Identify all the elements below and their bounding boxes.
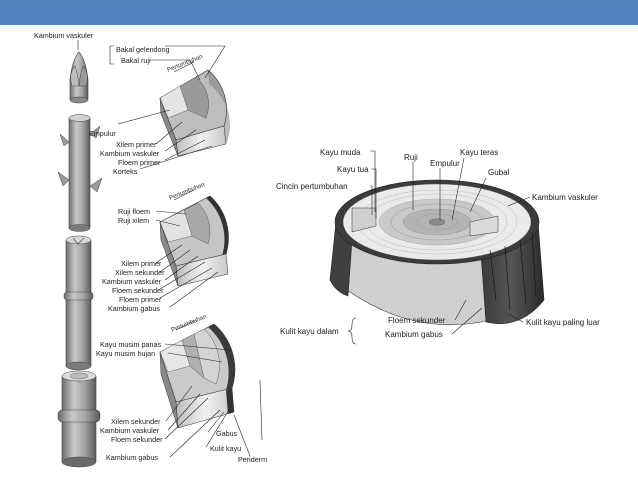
label-kambium-gabus-2: Kambium gabus <box>108 304 160 313</box>
label-korteks: Korteks <box>113 167 138 176</box>
label-floem-sekunder-2: Floem sekunder <box>112 286 164 295</box>
label-xilem-primer-1: Xilem primer <box>116 140 157 149</box>
label-kayu-tua: Kayu tua <box>337 165 369 174</box>
label-kambium-gabus-log: Kambium gabus <box>385 330 443 339</box>
label-ruji: Ruji <box>404 153 418 162</box>
label-kambium-vaskuler-1: Kambium vaskuler <box>100 149 160 158</box>
label-ruji-floem: Ruji floem <box>118 207 150 216</box>
label-growth-2: Pertumbuhan <box>168 181 206 202</box>
label-ruji-xilem: Ruji xilem <box>118 216 149 225</box>
label-floem-primer-1: Floem primer <box>118 158 161 167</box>
label-xilem-sekunder-3: Xilem sekunder <box>111 417 161 426</box>
label-bakal-gelendong: Bakal gelendong <box>116 45 170 54</box>
label-kulit-kayu-dalam: Kulit kayu dalam <box>280 327 339 336</box>
label-gubal: Gubal <box>488 168 510 177</box>
section-wedge-1 <box>159 69 230 157</box>
label-kambium-vaskuler-3: Kambium vaskuler <box>100 426 160 435</box>
right-leader-lines <box>347 150 531 345</box>
label-kayu-teras: Kayu teras <box>460 148 498 157</box>
label-periderm: Periderm <box>238 455 267 464</box>
label-bakal-ruji: Bakal ruji <box>121 56 151 65</box>
stem-column <box>57 51 103 468</box>
left-leader-lines <box>77 40 263 458</box>
label-kayu-musim-panas: Kayu musim panas <box>100 340 162 349</box>
label-gabus: Gabus <box>216 429 238 438</box>
section-wedge-3 <box>159 323 236 429</box>
label-xilem-primer-2: Xilem primer <box>121 259 162 268</box>
label-empulur-1: Empulur <box>89 129 116 138</box>
label-floem-sekunder-3: Floem sekunder <box>111 435 163 444</box>
section-wedge-2 <box>159 195 229 287</box>
label-floem-primer-2: Floem primer <box>119 295 162 304</box>
label-empulur: Empulur <box>430 159 460 168</box>
growth-arrows <box>173 61 197 331</box>
header-bar <box>0 0 638 25</box>
label-cincin-pertumbuhan: Cincin pertumbuhan <box>276 182 348 191</box>
label-kayu-muda: Kayu muda <box>320 148 361 157</box>
label-kambium-vaskuler-top: Kambium vaskuler <box>34 31 94 40</box>
label-kulit-kayu: Kulit kayu <box>210 444 241 453</box>
label-kulit-kayu-paling-luar: Kulit kayu paling luar <box>526 318 600 327</box>
label-kambium-vaskuler-log: Kambium vaskuler <box>532 193 598 202</box>
label-kambium-vaskuler-2: Kambium vaskuler <box>102 277 162 286</box>
log-cross-section <box>329 179 545 326</box>
stem-middle <box>63 235 94 371</box>
label-floem-sekunder-log: Floem sekunder <box>388 316 446 325</box>
stem-bud <box>69 51 89 104</box>
stem-young <box>57 114 103 232</box>
stem-old <box>57 370 101 468</box>
label-growth-1: Pertumbuhan <box>166 53 204 74</box>
label-kayu-musim-hujan: Kayu musim hujan <box>96 349 155 358</box>
label-kambium-gabus-3: Kambium gabus <box>106 453 158 462</box>
label-xilem-sekunder-2: Xilem sekunder <box>115 268 165 277</box>
